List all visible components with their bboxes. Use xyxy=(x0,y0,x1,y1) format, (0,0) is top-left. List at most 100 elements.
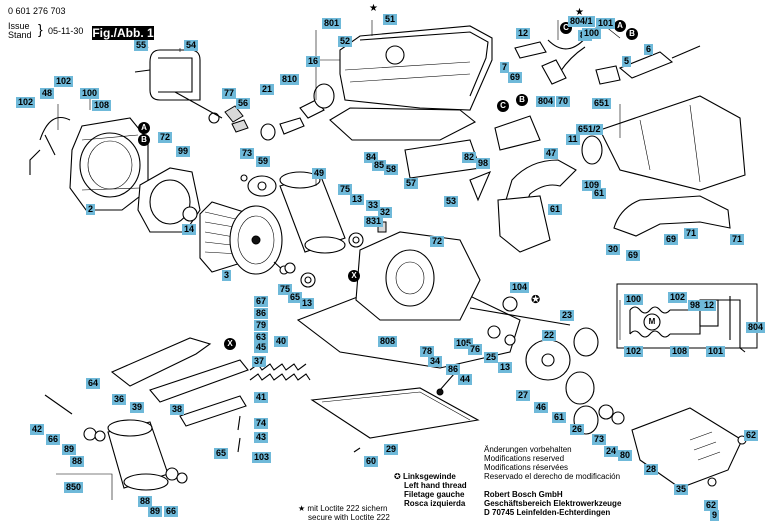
marker-b-mid: B xyxy=(516,94,528,106)
callout-59: 59 xyxy=(256,156,271,167)
dust-tube xyxy=(497,159,577,253)
callout-98-mid: 98 xyxy=(476,158,491,169)
callout-32: 32 xyxy=(378,207,393,218)
motor-rollers xyxy=(260,83,335,141)
callout-66-top: 66 xyxy=(46,434,61,445)
callout-6: 6 xyxy=(644,44,654,55)
callout-9: 9 xyxy=(710,510,720,521)
tension-lever xyxy=(110,337,249,427)
callout-43: 43 xyxy=(254,432,269,443)
callout-67: 67 xyxy=(254,296,269,307)
callout-104: 104 xyxy=(510,282,530,293)
callout-26: 26 xyxy=(570,424,585,435)
callout-30: 30 xyxy=(606,244,621,255)
callout-88-bottom: 88 xyxy=(138,496,153,507)
callout-53: 53 xyxy=(444,196,459,207)
callout-72-mid: 72 xyxy=(430,236,445,247)
cord-and-switch xyxy=(514,24,701,85)
callout-86-left: 86 xyxy=(254,308,269,319)
callout-99: 99 xyxy=(176,146,191,157)
callout-105: 105 xyxy=(454,338,474,349)
callout-89-bottom: 89 xyxy=(148,506,163,517)
marker-x-base: X xyxy=(348,270,360,282)
loctite-note: ★ mit Loctite 222 sichern xyxy=(298,504,387,514)
callout-61-right: 61 xyxy=(592,188,607,199)
callout-52: 52 xyxy=(338,36,353,47)
field-stator xyxy=(29,116,149,211)
callout-651: 651 xyxy=(592,98,612,109)
left-thread-line-3: Filetage gauche xyxy=(404,490,465,499)
callout-47: 47 xyxy=(544,148,559,159)
callout-61-gear: 61 xyxy=(552,412,567,423)
sander-base xyxy=(296,231,521,369)
callout-101-top: 101 xyxy=(596,18,616,29)
left-thread-note: ✪ Linksgewinde xyxy=(394,472,456,482)
callout-13-mid: 13 xyxy=(300,298,315,309)
base-screws xyxy=(237,373,455,453)
callout-808: 808 xyxy=(378,336,398,347)
callout-78: 78 xyxy=(420,346,435,357)
callout-13-top: 13 xyxy=(350,194,365,205)
roller-drum xyxy=(279,171,346,254)
callout-37: 37 xyxy=(252,356,267,367)
callout-69-top: 69 xyxy=(508,72,523,83)
company-address: D 70745 Leinfelden-Echterdingen xyxy=(484,508,611,517)
left-thread-icon: ✪ xyxy=(394,472,403,481)
callout-29: 29 xyxy=(384,444,399,455)
callout-23: 23 xyxy=(560,310,575,321)
main-housing xyxy=(329,25,493,141)
gear-cover xyxy=(631,407,747,489)
gear-train xyxy=(469,296,625,435)
callout-79: 79 xyxy=(254,320,269,331)
callout-22: 22 xyxy=(542,330,557,341)
issue-label: Issue xyxy=(8,21,30,31)
callout-73-top: 73 xyxy=(240,148,255,159)
callout-14: 14 xyxy=(182,224,197,235)
callout-69-mid: 69 xyxy=(664,234,679,245)
callout-801: 801 xyxy=(322,18,342,29)
callout-7: 7 xyxy=(500,62,510,73)
callout-38: 38 xyxy=(170,404,185,415)
callout-804-1: 804/1 xyxy=(568,16,595,27)
callout-60: 60 xyxy=(364,456,379,467)
callout-55: 55 xyxy=(134,40,149,51)
screw-parts xyxy=(224,105,249,133)
callout-65-bottom: 65 xyxy=(214,448,229,459)
callout-102-top: 102 xyxy=(54,76,74,87)
callout-850: 850 xyxy=(64,482,84,493)
company-name: Robert Bosch GmbH xyxy=(484,490,563,499)
front-roller xyxy=(44,394,188,491)
loctite-star-top: ★ xyxy=(369,3,378,14)
callout-42: 42 xyxy=(30,424,45,435)
callout-65-mid: 65 xyxy=(288,292,303,303)
callout-76: 76 xyxy=(468,344,483,355)
callout-75-bottom: 75 xyxy=(278,284,293,295)
callout-85: 85 xyxy=(372,160,387,171)
callout-810: 810 xyxy=(280,74,300,85)
figure-label: Fig./Abb. 1 xyxy=(92,26,154,40)
loctite-line-2: secure with Loctite 222 xyxy=(308,513,390,522)
callout-28: 28 xyxy=(644,464,659,475)
callout-13-bottom: 13 xyxy=(498,362,513,373)
callout-651-2: 651/2 xyxy=(576,124,603,135)
schematic-804: 804 xyxy=(746,322,766,333)
callout-71-right: 71 xyxy=(730,234,745,245)
marker-c-mid: C xyxy=(497,100,509,112)
callout-58: 58 xyxy=(384,164,399,175)
schematic-102-bottom: 102 xyxy=(624,346,644,357)
callout-89-top: 89 xyxy=(62,444,77,455)
loctite-star-right: ★ xyxy=(575,7,584,18)
callout-61-lower: 61 xyxy=(548,204,563,215)
callout-74: 74 xyxy=(254,418,269,429)
callout-102-left: 102 xyxy=(16,97,36,108)
loctite-star-icon: ★ xyxy=(298,504,308,513)
callout-109: 109 xyxy=(582,180,602,191)
callout-62-right: 62 xyxy=(744,430,759,441)
left-thread-line-4: Rosca izquierda xyxy=(404,499,466,508)
callout-88-top: 88 xyxy=(70,456,85,467)
callout-66-bottom: 66 xyxy=(164,506,179,517)
schematic-102-top: 102 xyxy=(668,292,688,303)
bearings xyxy=(284,221,387,288)
modifications-line-3: Modifications réservées xyxy=(484,463,569,472)
